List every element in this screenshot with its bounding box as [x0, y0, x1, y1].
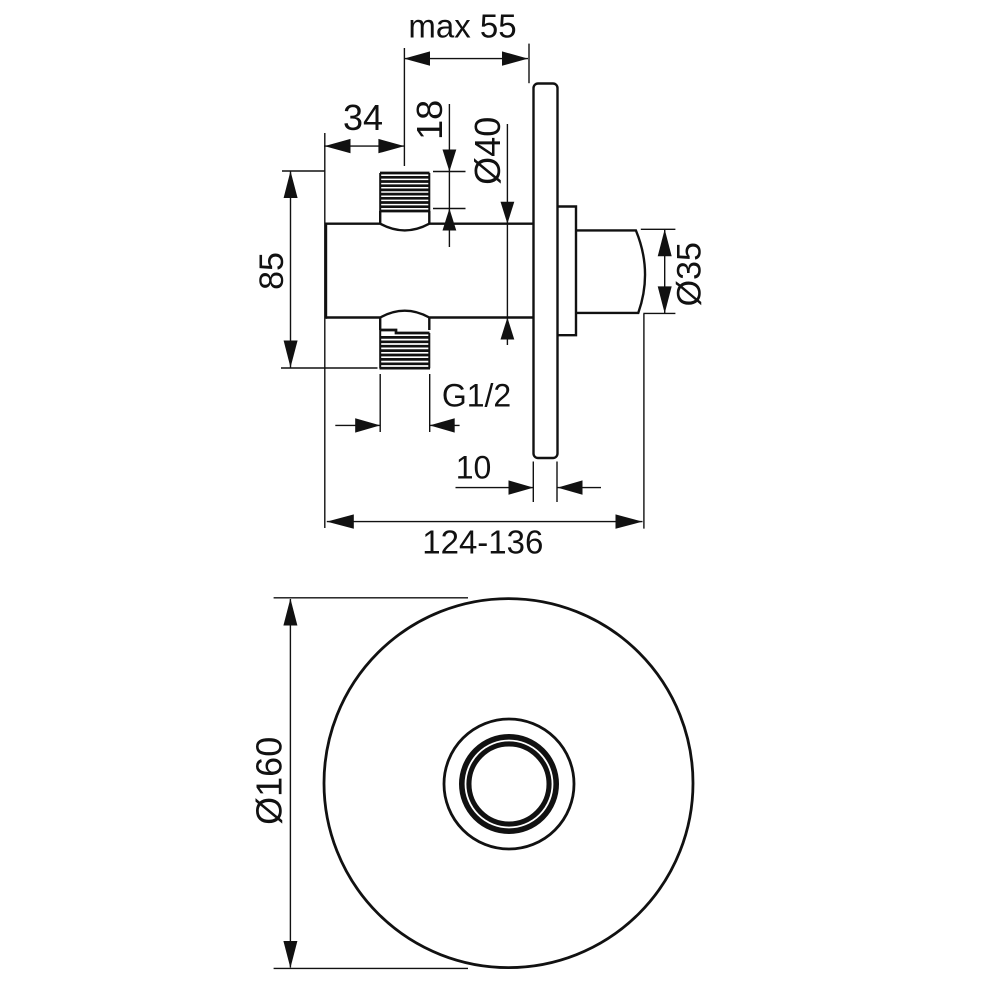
svg-text:Ø160: Ø160: [249, 737, 290, 825]
svg-text:10: 10: [456, 450, 492, 486]
svg-text:max 55: max 55: [408, 8, 516, 45]
svg-text:18: 18: [409, 100, 450, 140]
svg-text:Ø40: Ø40: [467, 117, 508, 185]
svg-text:85: 85: [253, 252, 291, 290]
svg-text:G1/2: G1/2: [442, 377, 511, 413]
svg-text:Ø35: Ø35: [671, 242, 709, 306]
svg-text:124-136: 124-136: [422, 523, 543, 560]
svg-text:34: 34: [343, 97, 383, 138]
